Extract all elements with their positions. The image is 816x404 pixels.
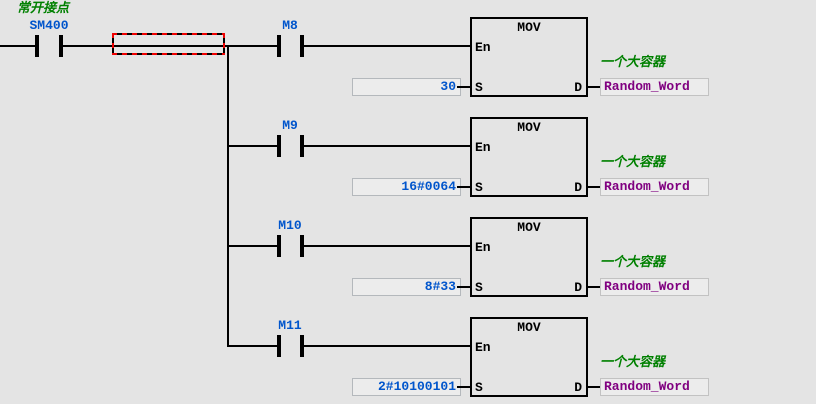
contact-m10[interactable] (277, 235, 281, 257)
d-operand-field[interactable]: Random_Word (600, 78, 709, 96)
wire-segment (304, 145, 470, 147)
pin-s-label: S (475, 380, 483, 395)
s-operand-field[interactable]: 8#33 (352, 278, 461, 296)
pin-s-label: S (475, 180, 483, 195)
wire-segment (227, 145, 277, 147)
wire-segment (63, 45, 277, 47)
wire-segment (586, 286, 600, 288)
rung-3: M10 MOV En S D 8#33 一个大容器 Random_Word (0, 200, 816, 300)
device-label-m10: M10 (278, 218, 302, 233)
device-label-m9: M9 (282, 118, 298, 133)
contact-m10[interactable] (300, 235, 304, 257)
selection-cursor-edge (112, 33, 225, 35)
mov-block-title: MOV (517, 20, 541, 35)
pin-s-label: S (475, 80, 483, 95)
mov-block-title: MOV (517, 220, 541, 235)
pin-en-label: En (475, 40, 491, 55)
rung-4: M11 MOV En S D 2#10100101 一个大容器 Random_W… (0, 300, 816, 400)
mov-block-title: MOV (517, 120, 541, 135)
selection-cursor-edge (223, 33, 225, 55)
pin-d-label: D (574, 380, 582, 395)
wire-segment (0, 45, 35, 47)
device-label-m8: M8 (282, 18, 298, 33)
operand-comment: 一个大容器 (600, 355, 666, 370)
contact-comment: 常开接点 (17, 1, 70, 16)
d-operand-field[interactable]: Random_Word (600, 278, 709, 296)
wire-segment (457, 386, 470, 388)
wire-segment (304, 45, 470, 47)
pin-en-label: En (475, 240, 491, 255)
device-label-sm400: SM400 (29, 18, 69, 33)
wire-segment (227, 245, 277, 247)
contact-m9[interactable] (300, 135, 304, 157)
selection-cursor (112, 33, 225, 55)
pin-d-label: D (574, 80, 582, 95)
branch-rail-wire (227, 45, 229, 347)
wire-segment (304, 245, 470, 247)
contact-sm400[interactable] (59, 35, 63, 57)
operand-comment: 一个大容器 (600, 55, 666, 70)
contact-m9[interactable] (277, 135, 281, 157)
pin-en-label: En (475, 340, 491, 355)
s-operand-field[interactable]: 16#0064 (352, 178, 461, 196)
selection-cursor-edge (112, 53, 225, 55)
wire-segment (586, 386, 600, 388)
wire-segment (304, 345, 470, 347)
s-operand-field[interactable]: 2#10100101 (352, 378, 461, 396)
mov-block[interactable]: MOV En S D (470, 17, 588, 97)
pin-en-label: En (475, 140, 491, 155)
wire-segment (457, 286, 470, 288)
contact-sm400[interactable] (35, 35, 39, 57)
s-operand-field[interactable]: 30 (352, 78, 461, 96)
mov-block[interactable]: MOV En S D (470, 117, 588, 197)
wire-segment (227, 345, 277, 347)
mov-block[interactable]: MOV En S D (470, 317, 588, 397)
device-label-m11: M11 (278, 318, 302, 333)
wire-segment (586, 186, 600, 188)
contact-m11[interactable] (277, 335, 281, 357)
rung-2: M9 MOV En S D 16#0064 一个大容器 Random_Word (0, 100, 816, 200)
contact-m8[interactable] (300, 35, 304, 57)
wire-segment (457, 186, 470, 188)
selection-cursor-edge (112, 33, 114, 55)
pin-d-label: D (574, 180, 582, 195)
d-operand-field[interactable]: Random_Word (600, 178, 709, 196)
operand-comment: 一个大容器 (600, 255, 666, 270)
wire-segment (586, 86, 600, 88)
contact-m8[interactable] (277, 35, 281, 57)
pin-d-label: D (574, 280, 582, 295)
mov-block[interactable]: MOV En S D (470, 217, 588, 297)
contact-m11[interactable] (300, 335, 304, 357)
pin-s-label: S (475, 280, 483, 295)
mov-block-title: MOV (517, 320, 541, 335)
rung-1: 常开接点 SM400 M8 MOV En S D 30 一个大容器 Random… (0, 0, 816, 100)
operand-comment: 一个大容器 (600, 155, 666, 170)
wire-segment (457, 86, 470, 88)
d-operand-field[interactable]: Random_Word (600, 378, 709, 396)
